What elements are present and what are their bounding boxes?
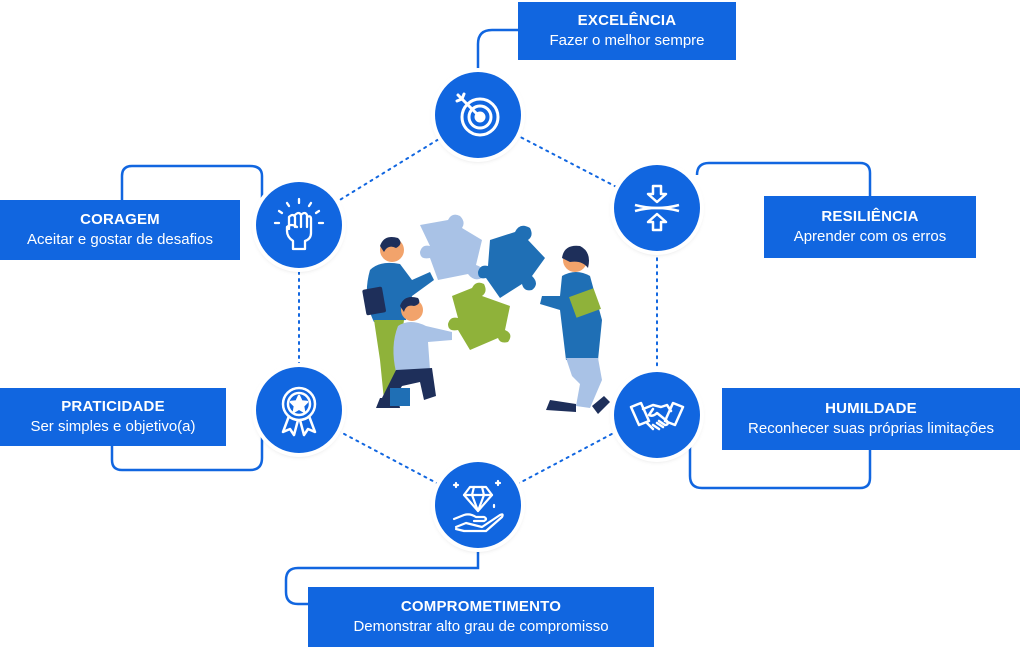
puzzle-piece-light <box>420 214 484 280</box>
award-badge-icon <box>281 386 317 437</box>
node-excelencia[interactable] <box>435 72 521 158</box>
raised-fist-icon <box>273 197 325 251</box>
value-description: Ser simples e objetivo(a) <box>30 418 196 435</box>
value-description: Aceitar e gostar de desafios <box>27 231 213 248</box>
box-coragem: CORAGEM Aceitar e gostar de desafios <box>0 200 240 260</box>
person-kneeling-center <box>380 297 452 406</box>
node-coragem[interactable] <box>256 182 342 268</box>
hand-diamond-icon <box>452 479 504 533</box>
puzzle-piece-blue <box>478 225 545 298</box>
box-comprometimento: COMPROMETIMENTO Demonstrar alto grau de … <box>308 587 654 647</box>
box-connectors <box>110 28 872 606</box>
box-excelencia: EXCELÊNCIA Fazer o melhor sempre <box>518 2 736 60</box>
node-resiliencia[interactable] <box>614 165 700 251</box>
compress-arrows-icon <box>634 184 680 232</box>
value-title: CORAGEM <box>80 211 160 228</box>
target-arrow-icon <box>455 92 500 137</box>
value-description: Demonstrar alto grau de compromisso <box>353 618 609 635</box>
box-humildade: HUMILDADE Reconhecer suas próprias limit… <box>722 388 1020 450</box>
puzzle-piece-green <box>448 282 511 350</box>
box-praticidade: PRATICIDADE Ser simples e objetivo(a) <box>0 388 226 446</box>
person-standing-right <box>540 245 610 414</box>
team-puzzle-illustration <box>362 214 610 414</box>
value-title: PRATICIDADE <box>61 398 165 415</box>
person-standing-left <box>362 237 434 408</box>
handshake-icon <box>629 401 685 431</box>
value-description: Reconhecer suas próprias limitações <box>748 420 994 437</box>
node-praticidade[interactable] <box>256 367 342 453</box>
value-title: HUMILDADE <box>825 400 917 417</box>
node-humildade[interactable] <box>614 372 700 458</box>
box-resiliencia: RESILIÊNCIA Aprender com os erros <box>764 196 976 258</box>
value-description: Fazer o melhor sempre <box>549 32 705 49</box>
value-description: Aprender com os erros <box>793 228 947 245</box>
value-title: RESILIÊNCIA <box>821 208 919 225</box>
value-title: COMPROMETIMENTO <box>400 598 562 615</box>
node-comprometimento[interactable] <box>435 462 521 548</box>
value-title: EXCELÊNCIA <box>577 12 677 29</box>
